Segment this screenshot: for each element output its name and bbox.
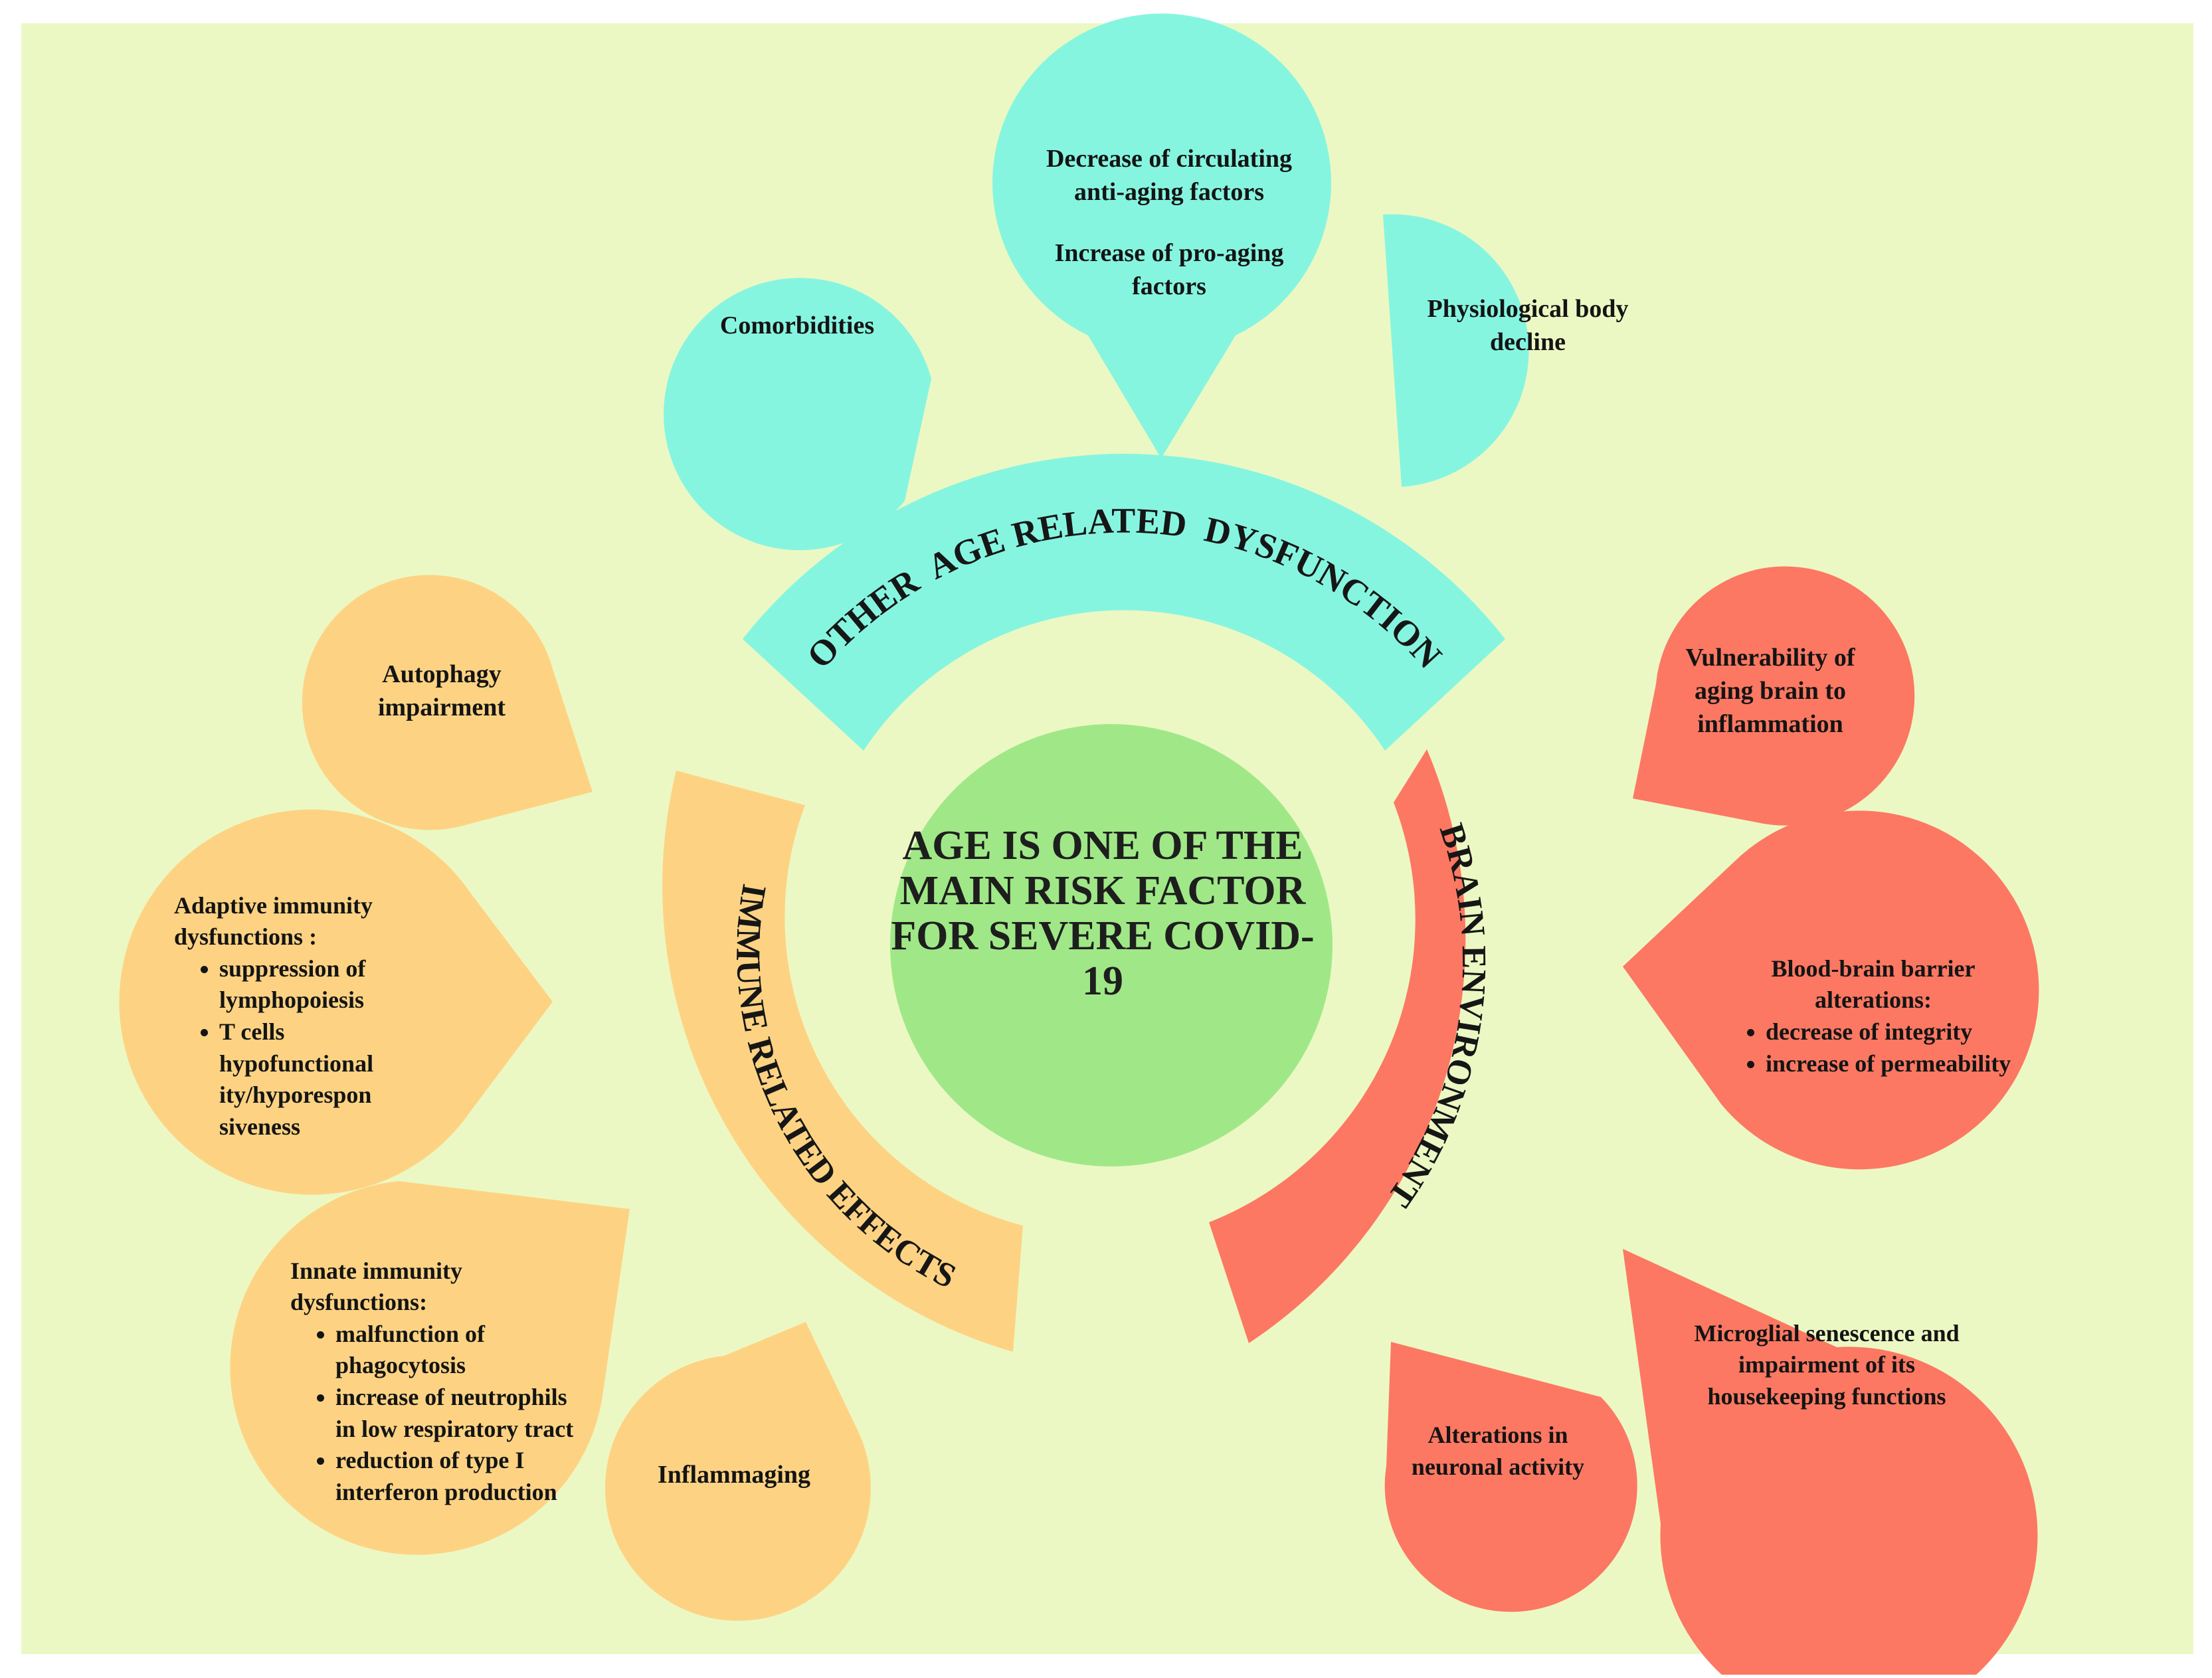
adaptive-item-2: T cells hypofunctional ity/hyporespon si… (219, 1016, 440, 1143)
bubble-neuronal (1384, 1342, 1637, 1612)
bubble-adaptive (119, 809, 553, 1195)
bubble-innate (230, 1181, 630, 1555)
label-adaptive: Adaptive immunity dysfunctions : suppres… (174, 870, 440, 1163)
arc-band-left (662, 771, 1023, 1352)
arc-band-top (743, 454, 1505, 751)
innate-list: malfunction of phagocytosis increase of … (290, 1319, 583, 1508)
label-comorbidities: Comorbidities (719, 311, 875, 339)
center-title: AGE IS ONE OF THE MAIN RISK FACTOR FOR S… (891, 822, 1315, 1004)
bbb-item-2: increase of permeability (1766, 1048, 2026, 1080)
label-vulnerability: Vulnerability of aging brain to inflamma… (1685, 643, 1855, 739)
bubble-bbb (1623, 810, 2039, 1170)
label-aging-factors-line1: Decrease of circulating anti-aging facto… (1046, 144, 1293, 206)
label-bbb-content: Blood-brain barrier alterations: decreas… (1720, 953, 2026, 1079)
label-microglial: Microglial senescence and impairment of … (1694, 1319, 1960, 1410)
adaptive-list: suppression of lymphopoiesis T cells hyp… (174, 953, 440, 1143)
label-adaptive-content: Adaptive immunity dysfunctions : suppres… (174, 890, 440, 1143)
label-bbb: Blood-brain barrier alterations: decreas… (1720, 910, 2026, 1123)
label-innate: Innate immunity dysfunctions: malfunctio… (290, 1219, 583, 1544)
bubble-autophagy (302, 575, 593, 830)
bubble-microglial (1623, 1249, 2038, 1678)
bubble-comorbidities (664, 278, 931, 551)
innate-item-1: malfunction of phagocytosis (335, 1319, 583, 1382)
adaptive-item-1: suppression of lymphopoiesis (219, 953, 440, 1016)
label-physiological: Physiological body decline (1427, 294, 1629, 356)
arc-band-right (1209, 749, 1466, 1343)
label-aging-factors-line2: Increase of pro-aging factors (1054, 239, 1284, 301)
label-aging-factors: Decrease of circulating anti-aging facto… (1023, 120, 1315, 326)
bbb-item-1: decrease of integrity (1766, 1016, 2026, 1048)
label-adaptive-heading: Adaptive immunity dysfunctions : (174, 891, 373, 951)
label-innate-heading: Innate immunity dysfunctions: (290, 1257, 463, 1316)
label-bbb-heading: Blood-brain barrier alterations: (1771, 955, 1976, 1014)
center-circle (890, 724, 1333, 1166)
label-inflammaging: Inflammaging (657, 1460, 811, 1489)
innate-item-3: reduction of type I interferon productio… (335, 1445, 583, 1508)
bbb-list: decrease of integrity increase of permea… (1720, 1016, 2026, 1079)
label-neuronal: Alterations in neuronal activity (1411, 1422, 1585, 1480)
label-innate-content: Innate immunity dysfunctions: malfunctio… (290, 1256, 583, 1508)
innate-item-2: increase of neutrophils in low respirato… (335, 1382, 583, 1445)
bubble-physiological (1383, 214, 1529, 487)
bubble-aging-factors (992, 13, 1332, 459)
label-autophagy: Autophagy impairment (377, 660, 506, 721)
bubble-inflammaging (604, 1322, 871, 1621)
bubble-vulnerability (1633, 566, 1915, 826)
